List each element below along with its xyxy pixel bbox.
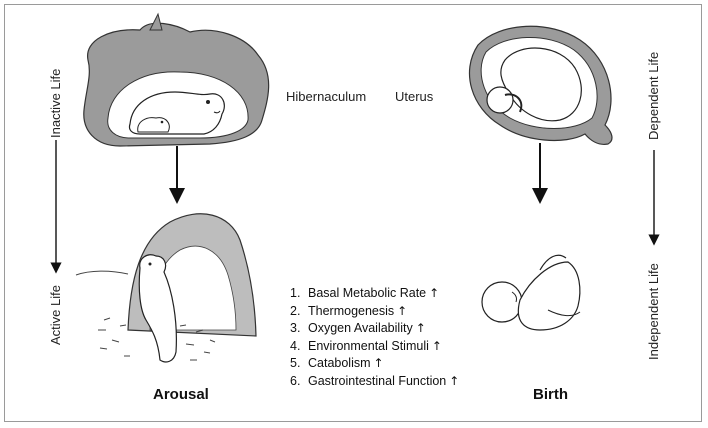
active-life-label: Active Life <box>48 285 63 345</box>
newborn-baby-illustration <box>481 254 581 331</box>
arousal-title: Arousal <box>153 386 209 403</box>
arrow-up-icon: ↑ <box>431 338 442 353</box>
uterus-label: Uterus <box>395 89 434 104</box>
inactive-life-label: Inactive Life <box>48 68 63 138</box>
factor-item: 2.Thermogenesis↑ <box>290 303 408 318</box>
hibernaculum-label: Hibernaculum <box>286 89 367 104</box>
arrow-up-icon: ↑ <box>429 286 440 300</box>
hibernating-bear-den-illustration <box>83 12 270 147</box>
factor-item: 4.Environmental Stimuli↑ <box>290 338 442 353</box>
birth-title: Birth <box>533 386 568 403</box>
dependent-life-label: Dependent Life <box>646 51 661 140</box>
figure-frame <box>4 4 702 422</box>
arrow-up-icon: ↑ <box>415 321 426 335</box>
factor-item: 5.Catabolism↑ <box>290 356 384 370</box>
factor-item: 1.Basal Metabolic Rate↑ <box>290 286 440 300</box>
factor-item: 3.Oxygen Availability↑ <box>290 321 426 335</box>
awake-bear-cave-illustration <box>75 213 257 363</box>
physiological-factors-list: 1.Basal Metabolic Rate↑ 2.Thermogenesis↑… <box>290 285 459 390</box>
arrow-up-icon: ↑ <box>397 303 408 318</box>
independent-life-label: Independent Life <box>646 263 661 360</box>
factor-item: 6.Gastrointestinal Function↑ <box>290 373 460 388</box>
fetus-in-uterus-illustration <box>468 25 613 145</box>
arrow-up-icon: ↑ <box>449 373 460 388</box>
arrow-up-icon: ↑ <box>373 356 384 370</box>
